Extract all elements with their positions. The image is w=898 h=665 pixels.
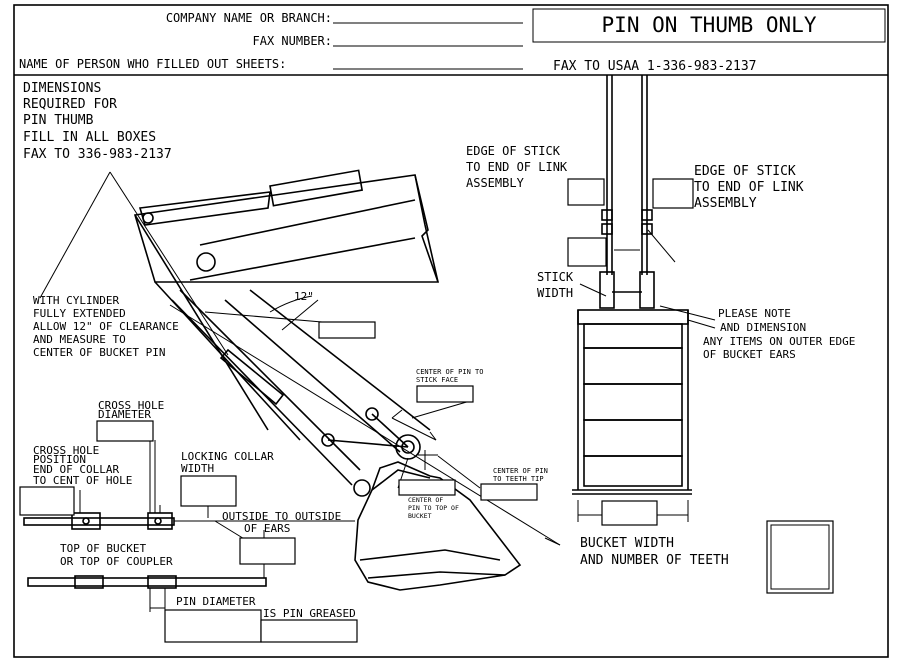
top-bucket-label: TOP OF BUCKET	[60, 542, 146, 555]
locking-collar-box[interactable]	[180, 475, 237, 507]
pin-diameter-box[interactable]	[164, 609, 262, 643]
bucket-width-label: AND NUMBER OF TEETH	[580, 553, 729, 568]
teeth-count-inner	[770, 524, 830, 590]
title-box	[532, 8, 886, 43]
locking-collar-label: WIDTH	[181, 462, 214, 475]
intro-text: DIMENSIONS REQUIRED FOR PIN THUMB FILL I…	[23, 81, 172, 162]
angle-label: 12"	[294, 290, 314, 303]
please-note-label: AND DIMENSION	[720, 321, 806, 334]
bucket-width-label: BUCKET WIDTH	[580, 536, 674, 551]
please-note-label: ANY ITEMS ON OUTER EDGE	[703, 335, 855, 348]
edge-stick-left-label: TO END OF LINK	[466, 160, 568, 174]
intro-line: PIN THUMB	[23, 113, 94, 128]
center-pin-bucket-label: CENTER OF	[408, 496, 443, 504]
pin-greased-label: IS PIN GREASED	[263, 607, 356, 620]
cylinder-note-line: ALLOW 12" OF CLEARANCE	[33, 320, 179, 333]
outside-ears-label: OF EARS	[244, 522, 290, 535]
cylinder-note-line: CENTER OF BUCKET PIN	[33, 346, 165, 359]
cylinder-note-line: AND MEASURE TO	[33, 333, 126, 346]
center-pin-teeth-label: TO TEETH TIP	[493, 475, 544, 483]
center-pin-stick-label: CENTER OF PIN TO	[416, 368, 483, 376]
please-note-label: PLEASE NOTE	[718, 307, 791, 320]
cylinder-note: WITH CYLINDER FULLY EXTENDED ALLOW 12" O…	[33, 294, 179, 359]
center-pin-teeth-box[interactable]	[480, 483, 538, 501]
intro-line: DIMENSIONS	[23, 81, 101, 96]
clearance-box[interactable]	[318, 321, 376, 339]
page-title: PIN ON THUMB ONLY	[602, 13, 817, 37]
intro-line: REQUIRED FOR	[23, 97, 117, 112]
intro-line: FILL IN ALL BOXES	[23, 130, 156, 145]
center-pin-bucket-label: PIN TO TOP OF	[408, 504, 459, 512]
cross-hole-position-label: POSITION	[33, 453, 86, 466]
cross-hole-position-label: END OF COLLAR	[33, 463, 119, 476]
stick-width-box[interactable]	[567, 237, 607, 267]
teeth-count-box[interactable]	[766, 520, 834, 594]
bucket-width-box[interactable]	[601, 500, 658, 526]
cylinder-note-line: FULLY EXTENDED	[33, 307, 126, 320]
edge-stick-left-label: ASSEMBLY	[466, 176, 525, 190]
excavator-arm-drawing	[133, 169, 561, 591]
center-pin-teeth-label: CENTER OF PIN	[493, 467, 548, 475]
edge-stick-right-label: TO END OF LINK	[694, 180, 804, 195]
outside-ears-box[interactable]	[239, 537, 296, 565]
stick-width-label: WIDTH	[537, 286, 573, 300]
center-pin-bucket-box[interactable]	[398, 479, 456, 496]
person-label: NAME OF PERSON WHO FILLED OUT SHEETS:	[19, 57, 286, 71]
edge-stick-right-label: EDGE OF STICK	[694, 164, 796, 179]
edge-stick-left-label: EDGE OF STICK	[466, 144, 561, 158]
edge-stick-right-box[interactable]	[652, 178, 694, 209]
cross-hole-position-label: TO CENT OF HOLE	[33, 474, 132, 487]
stick-front-view	[579, 75, 676, 309]
cylinder-note-line: WITH CYLINDER	[33, 294, 119, 307]
top-bucket-label: OR TOP OF COUPLER	[60, 555, 173, 568]
cross-hole-diameter-box[interactable]	[96, 420, 154, 442]
pin-greased-box[interactable]	[260, 619, 358, 643]
cross-hole-position-label: CROSS HOLE	[33, 444, 99, 457]
please-note-label: OF BUCKET EARS	[703, 348, 796, 361]
outside-ears-label: OUTSIDE TO OUTSIDE	[222, 510, 341, 523]
center-pin-bucket-label: BUCKET	[408, 512, 432, 520]
company-label: COMPANY NAME OR BRANCH:	[166, 11, 332, 25]
center-pin-stick-box[interactable]	[416, 385, 474, 403]
edge-stick-right-label: ASSEMBLY	[694, 196, 757, 211]
page-border	[13, 4, 889, 658]
locking-collar-label: LOCKING COLLAR	[181, 450, 274, 463]
cross-hole-diameter-label: CROSS HOLE	[98, 399, 164, 412]
edge-stick-left-box[interactable]	[567, 178, 605, 206]
pin-diameter-label: PIN DIAMETER	[176, 595, 256, 608]
fax-label: FAX NUMBER:	[253, 34, 332, 48]
cross-hole-position-box[interactable]	[19, 486, 75, 516]
bucket-front-view	[572, 305, 716, 522]
center-pin-stick-label: STICK FACE	[416, 376, 458, 384]
leader-lines	[39, 171, 481, 489]
intro-line: FAX TO 336-983-2137	[23, 147, 172, 162]
stick-width-label: STICK	[537, 270, 574, 284]
cross-hole-diameter-label: DIAMETER	[98, 408, 151, 421]
fax-to-usaa: FAX TO USAA 1-336-983-2137	[553, 59, 757, 74]
